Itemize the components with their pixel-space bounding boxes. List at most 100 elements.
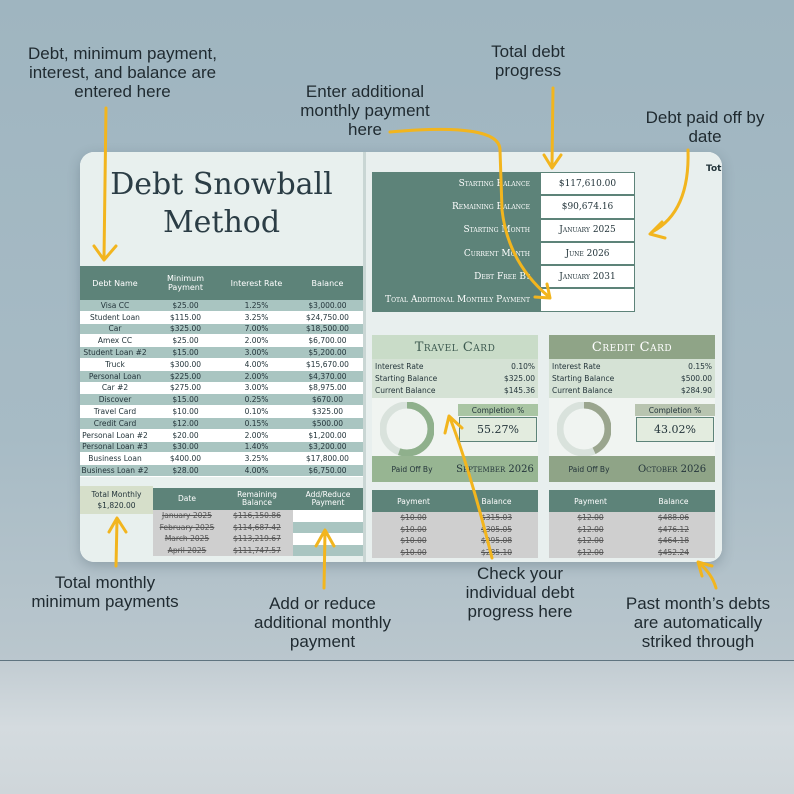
debt-name-cell[interactable]: Amex CC	[97, 336, 133, 346]
minimum-payment-cell[interactable]: $25.00	[172, 300, 199, 310]
interest-rate-cell[interactable]: 3.25%	[244, 312, 269, 322]
interest-rate-cell[interactable]: 3.00%	[244, 348, 269, 358]
table-row: Personal Loan $225.00 2.00% $4,370.00	[80, 370, 363, 383]
current-label: Current Balance	[552, 385, 613, 395]
spreadsheet-mockup: Debt Snowball Method Tot Debt Name Minim…	[80, 152, 722, 562]
debt-name-cell[interactable]: Travel Card	[93, 407, 137, 417]
debt-name-cell[interactable]: Student Loan	[90, 312, 140, 322]
progress-ring-fill	[380, 402, 434, 457]
minimum-payment-cell[interactable]: $400.00	[169, 454, 201, 464]
balance-cell[interactable]: $17,800.00	[306, 454, 349, 464]
debt-table-header: Debt Name Minimum Payment Interest Rate …	[80, 266, 363, 300]
debt-name-cell[interactable]: Credit Card	[93, 418, 137, 428]
interest-rate-cell[interactable]: 0.15%	[244, 418, 269, 428]
interest-rate-cell[interactable]: 3.25%	[244, 454, 269, 464]
summary-row: Remaining Balance$90,674.16	[372, 195, 635, 219]
payment-cell: $10.00	[400, 524, 427, 534]
debt-name-cell[interactable]: Personal Loan #2	[82, 430, 148, 440]
payment-cell: $12.00	[577, 513, 604, 523]
balance-cell[interactable]: $6,700.00	[308, 336, 347, 346]
balance-cell[interactable]: $24,750.00	[306, 312, 349, 322]
interest-rate-cell[interactable]: 3.00%	[244, 383, 269, 393]
debt-table: Debt Name Minimum Payment Interest Rate …	[80, 266, 363, 477]
balance-cell[interactable]: $325.00	[311, 407, 343, 417]
debt-name-cell[interactable]: Personal Loan	[88, 371, 142, 381]
balance-cell: $305.05	[480, 524, 512, 534]
balance-cell: $488.06	[657, 513, 689, 523]
debt-name-cell[interactable]: Personal Loan #3	[82, 442, 148, 452]
interest-rate-cell[interactable]: 2.00%	[244, 430, 269, 440]
col-balance: Balance	[481, 496, 512, 506]
balance-cell[interactable]: $500.00	[311, 418, 343, 428]
debt-name-cell[interactable]: Business Loan	[88, 454, 142, 464]
debt-name-cell[interactable]: Car	[108, 324, 122, 334]
add-reduce-input[interactable]	[293, 533, 363, 545]
minimum-payment-cell[interactable]: $25.00	[172, 336, 199, 346]
col-add-reduce: Add/Reduce Payment	[305, 490, 351, 507]
minimum-payment-cell[interactable]: $28.00	[172, 466, 199, 476]
summary-row: Starting Balance$117,610.00	[372, 172, 635, 196]
add-reduce-input[interactable]	[293, 544, 363, 556]
summary-label: Starting Month	[372, 218, 540, 242]
history-row: January 2025$116,150.86	[153, 510, 363, 522]
interest-rate-cell[interactable]: 2.00%	[244, 336, 269, 346]
interest-rate-cell[interactable]: 1.25%	[244, 300, 269, 310]
debt-name-cell[interactable]: Student Loan #2	[83, 348, 147, 358]
interest-label: Interest Rate	[552, 362, 601, 372]
minimum-payment-cell[interactable]: $325.00	[169, 324, 201, 334]
balance-cell: $452.24	[657, 547, 689, 557]
progress-ring-fill	[557, 402, 611, 457]
col-interest-rate: Interest Rate	[230, 278, 283, 288]
debt-name-cell[interactable]: Truck	[105, 359, 125, 369]
minimum-payment-cell[interactable]: $10.00	[172, 407, 199, 417]
minimum-payment-cell[interactable]: $20.00	[172, 430, 199, 440]
annotation-past-month: Past month’s debts are automatically str…	[625, 594, 771, 651]
balance-cell[interactable]: $670.00	[311, 395, 343, 405]
interest-rate-cell[interactable]: 4.00%	[244, 359, 269, 369]
minimum-payment-cell[interactable]: $15.00	[172, 348, 199, 358]
balance-cell: $285.10	[480, 547, 512, 557]
minimum-payment-cell[interactable]: $225.00	[169, 371, 201, 381]
minimum-payment-cell[interactable]: $275.00	[169, 383, 201, 393]
minimum-payment-cell[interactable]: $15.00	[172, 395, 199, 405]
interest-rate-cell[interactable]: 1.40%	[244, 442, 269, 452]
additional-payment-input[interactable]	[540, 288, 635, 312]
history-row: April 2025$111,747.57	[153, 544, 363, 556]
annotation-add-reduce: Add or reduce additional monthly payment	[253, 594, 392, 651]
minimum-payment-cell[interactable]: $300.00	[169, 359, 201, 369]
debt-name-cell[interactable]: Visa CC	[100, 300, 130, 310]
interest-rate-cell[interactable]: 7.00%	[244, 324, 269, 334]
interest-rate-cell[interactable]: 4.00%	[244, 466, 269, 476]
minimum-payment-cell[interactable]: $30.00	[172, 442, 199, 452]
balance-cell[interactable]: $8,975.00	[308, 383, 347, 393]
balance-cell[interactable]: $5,200.00	[308, 348, 347, 358]
balance-cell[interactable]: $18,500.00	[306, 324, 349, 334]
sheet-title: Debt Snowball Method	[110, 167, 333, 240]
interest-rate-cell[interactable]: 0.10%	[244, 407, 269, 417]
minimum-payment-cell[interactable]: $115.00	[169, 312, 201, 322]
col-debt-name: Debt Name	[92, 278, 138, 288]
history-date-cell: February 2025	[153, 521, 221, 533]
balance-cell[interactable]: $4,370.00	[308, 371, 347, 381]
summary-value: $90,674.16	[540, 195, 635, 219]
balance-cell[interactable]: $3,000.00	[308, 300, 347, 310]
add-reduce-input[interactable]	[293, 510, 363, 522]
debt-name-cell[interactable]: Car #2	[101, 383, 129, 393]
summary-value: June 2026	[540, 241, 635, 266]
summary-value: January 2025	[540, 218, 635, 242]
minimum-payment-cell[interactable]: $12.00	[172, 418, 199, 428]
balance-cell[interactable]: $3,200.00	[308, 442, 347, 452]
add-reduce-input[interactable]	[293, 521, 363, 533]
debt-name-cell[interactable]: Discover	[98, 395, 132, 405]
balance-cell[interactable]: $1,200.00	[308, 430, 347, 440]
balance-cell[interactable]: $6,750.00	[308, 466, 347, 476]
interest-rate-cell[interactable]: 0.25%	[244, 395, 269, 405]
balance-cell[interactable]: $15,670.00	[306, 359, 349, 369]
debt-name-cell[interactable]: Business Loan #2	[81, 466, 149, 476]
interest-rate-cell[interactable]: 2.00%	[244, 371, 269, 381]
